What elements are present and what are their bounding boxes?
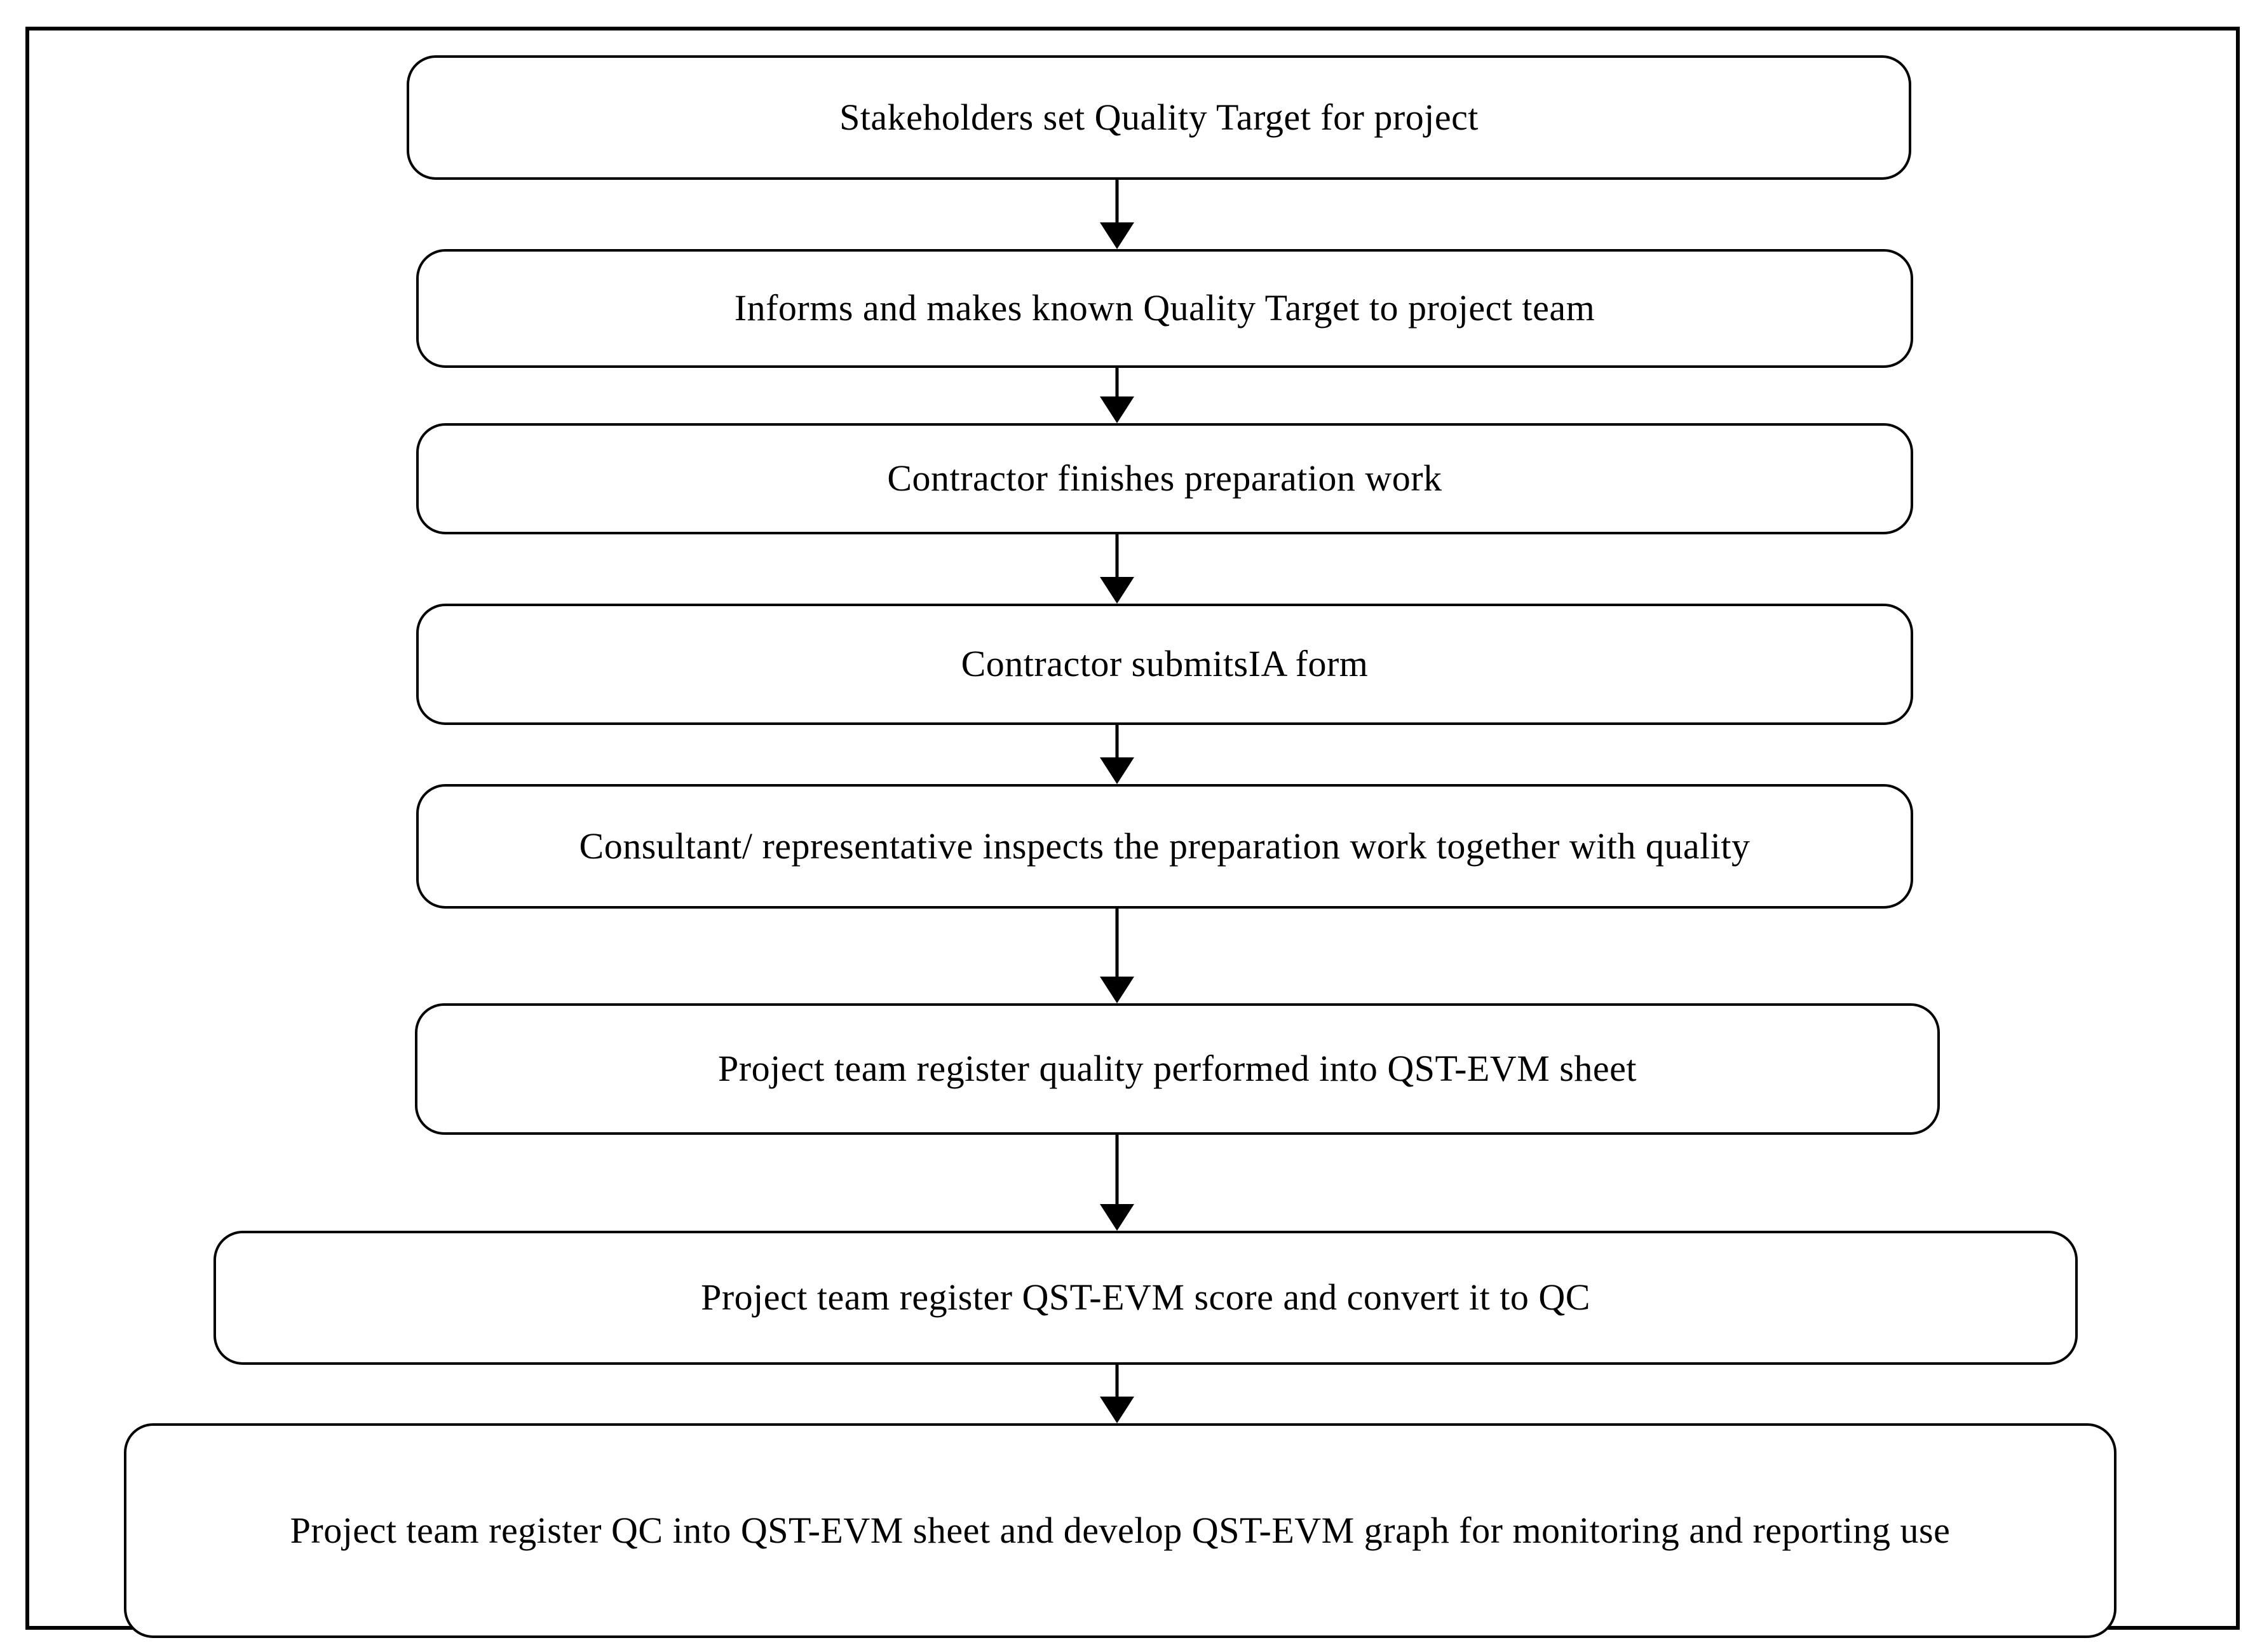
flowchart-node-label: Project team register quality performed … bbox=[718, 1048, 1637, 1090]
flowchart-node-7: Project team register QST-EVM score and … bbox=[213, 1231, 2078, 1365]
flowchart-node-label: Project team register QST-EVM score and … bbox=[701, 1276, 1590, 1318]
flowchart-node-4: Contractor submitsIA form bbox=[416, 604, 1913, 725]
arrow-head-icon bbox=[1100, 222, 1134, 249]
arrow-line-icon bbox=[1115, 725, 1119, 762]
arrow-line-icon bbox=[1115, 909, 1119, 982]
flowchart-node-label: Project team register QC into QST-EVM sh… bbox=[290, 1509, 1951, 1551]
arrow-line-icon bbox=[1115, 180, 1119, 227]
arrow-line-icon bbox=[1115, 534, 1119, 582]
arrow-line-icon bbox=[1115, 368, 1119, 402]
arrow-head-icon bbox=[1100, 577, 1134, 604]
flowchart-node-6: Project team register quality performed … bbox=[415, 1003, 1940, 1135]
flowchart-node-label: Stakeholders set Quality Target for proj… bbox=[839, 96, 1479, 138]
arrow-head-icon bbox=[1100, 1397, 1134, 1423]
flowchart-node-8: Project team register QC into QST-EVM sh… bbox=[124, 1423, 2116, 1638]
arrow-head-icon bbox=[1100, 977, 1134, 1003]
flowchart-node-3: Contractor finishes preparation work bbox=[416, 423, 1913, 534]
arrow-head-icon bbox=[1100, 1204, 1134, 1231]
arrow-line-icon bbox=[1115, 1365, 1119, 1402]
flowchart-node-label: Contractor submitsIA form bbox=[961, 643, 1369, 685]
arrow-head-icon bbox=[1100, 396, 1134, 423]
flowchart-node-label: Informs and makes known Quality Target t… bbox=[734, 287, 1595, 329]
arrow-line-icon bbox=[1115, 1135, 1119, 1209]
arrow-head-icon bbox=[1100, 757, 1134, 784]
flowchart-node-label: Consultant/ representative inspects the … bbox=[579, 825, 1751, 867]
flowchart-node-1: Stakeholders set Quality Target for proj… bbox=[407, 55, 1911, 180]
flowchart-node-2: Informs and makes known Quality Target t… bbox=[416, 249, 1913, 368]
flowchart-node-label: Contractor finishes preparation work bbox=[887, 457, 1442, 499]
flowchart-node-5: Consultant/ representative inspects the … bbox=[416, 784, 1913, 909]
